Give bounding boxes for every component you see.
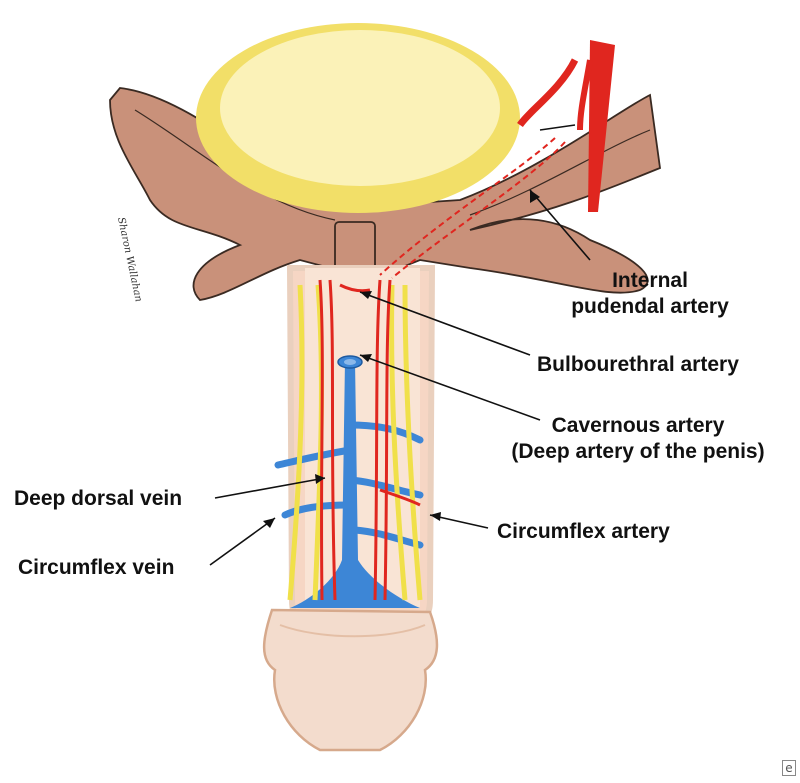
label-cavernous-line1: Cavernous artery (551, 414, 725, 437)
watermark-icon: e (782, 760, 796, 776)
leader-internal-pudendal (529, 189, 591, 261)
leader-deep-dorsal-vein (214, 477, 326, 499)
leader-bulbourethral (359, 291, 531, 356)
leader-cavernous (359, 354, 541, 421)
leader-arrowheads (263, 190, 540, 528)
glans (262, 608, 439, 752)
label-internal-pudendal-line2: pudendal artery (571, 295, 729, 318)
label-internal-pudendal-line1: Internal (612, 269, 688, 292)
leader-circumflex-vein (209, 517, 276, 566)
bladder (196, 23, 520, 213)
label-circumflex-artery: Circumflex artery (497, 520, 670, 543)
label-cavernous: Cavernous artery (Deep artery of the pen… (488, 413, 788, 465)
label-internal-pudendal: Internal pudendal artery (555, 268, 745, 320)
label-circumflex-vein: Circumflex vein (18, 556, 175, 579)
internal-pudendal-artery (379, 40, 615, 279)
label-deep-dorsal-vein: Deep dorsal vein (14, 487, 183, 510)
shaft-arteries (318, 279, 421, 601)
signature: Sharon Wallahan (115, 216, 144, 303)
label-bulbourethral: Bulbourethral artery (537, 353, 739, 376)
label-cavernous-line2: (Deep artery of the penis) (511, 440, 765, 463)
